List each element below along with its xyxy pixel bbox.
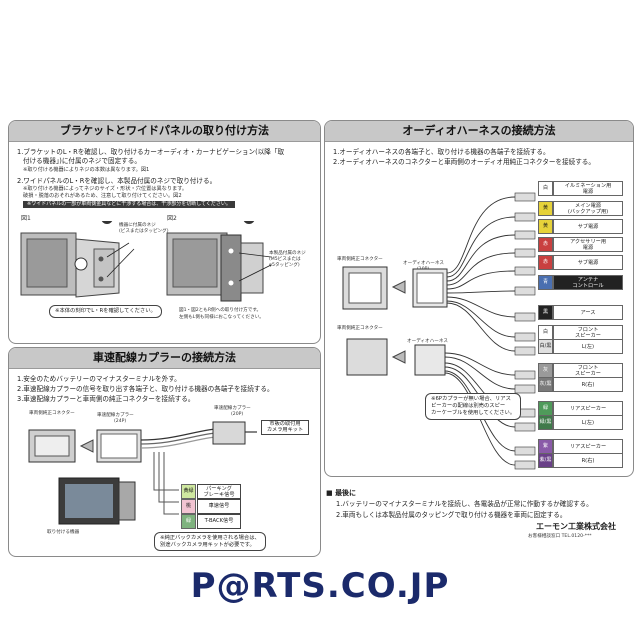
audio-panel-title: オーディオハーネスの接続方法	[325, 121, 633, 142]
fig2-caption-line2: 左側もL側も同様におこなってください。	[179, 315, 264, 320]
audio-wire-func-6: アース	[553, 305, 623, 320]
brand-logo: P@RTS.CO.JP	[190, 566, 450, 606]
bracket-panel: ブラケットとワイドパネルの取り付け方法 1.ブラケットのL・Rを確認し、取り付け…	[8, 120, 321, 344]
speed-coupler-24p-label: 車速配線カプラー	[97, 413, 134, 418]
speed-camera-kit-line1: 市販の取付用	[269, 421, 301, 427]
speed-wire-func-2: T-BACK信号	[197, 514, 241, 529]
audio-wire-func-9: フロント スピーカー	[553, 363, 623, 378]
audio-wire-func-8: L(左)	[553, 339, 623, 354]
audio-wire-func-2: サブ電源	[553, 219, 623, 234]
speed-camera-note-line1: ※純正バックカメラを使用される場合は、	[160, 535, 260, 541]
audio-wire-color-8: 白/黒	[538, 339, 553, 354]
audio-wire-func-11: リアスピーカー	[553, 401, 623, 416]
speed-wire-func-0: パーキング ブレーキ信号	[197, 484, 241, 499]
audio-wire-func-3: アクセサリー用 電源	[553, 237, 623, 252]
speed-camera-note: ※純正バックカメラを使用される場合は、 別途バックカメラ用キットが必要です。	[154, 532, 266, 551]
speed-step3: 3.車速配線カプラーと車両側の純正コネクターを接続する。	[17, 395, 195, 403]
audio-wire-color-14: 紫/黒	[538, 453, 553, 468]
audio-wire-func-0: イルミネーション用 電源	[553, 181, 623, 196]
audio-wire-func-10: R(右)	[553, 377, 623, 392]
speed-step2: 2.車速配線カプラーの信号を取り出す各端子と、取り付ける機器の各端子を接続する。	[17, 385, 274, 393]
speed-coupler-24p-pins: (24P)	[114, 419, 127, 424]
audio-wire-func-14: R(右)	[553, 453, 623, 468]
bracket-step1-note: ※取り付ける機器によりネジの本数は異なります。図1	[23, 167, 150, 173]
audio-wiring-illustration	[342, 192, 536, 470]
audio-wire-color-5: 青	[538, 275, 553, 290]
audio-wire-color-2: 黄	[538, 219, 553, 234]
audio-6p-note: ※6Pカプラーが無い場合、リアス ピーカーの配線は別売のスピー カーケーブルを使…	[425, 393, 522, 420]
audio-wire-func-1: メイン電源 (バックアップ用)	[553, 201, 623, 216]
fig1-caption: ※本体の刻印でL・Rを確認してください。	[49, 305, 162, 318]
audio-wire-color-7: 白	[538, 325, 553, 340]
audio-harness-10p-label: オーディオハーネス	[403, 261, 445, 266]
speed-wiring-illustration	[28, 421, 257, 525]
audio-vehicle-connector-2: 車両側純正コネクター	[337, 326, 383, 331]
final-title-text: 最後に	[335, 489, 357, 497]
bracket-panel-title: ブラケットとワイドパネルの取り付け方法	[9, 121, 320, 142]
speed-coupler-20p-label: 車速配線カプラー	[214, 406, 251, 411]
audio-6p-note-line2: ピーカーの配線は別売のスピー	[431, 403, 506, 409]
final-step2: 2.車両もしくは本製品付属のタッピングで取り付ける機器を車両に固定する。	[336, 511, 567, 519]
audio-wire-color-13: 紫	[538, 439, 553, 454]
bracket-step1-line1: 1.ブラケットのL・Rを確認し、取り付けるカーオーディオ・カーナビゲーション(以…	[17, 148, 285, 156]
audio-wire-color-6: 黒	[538, 305, 553, 320]
audio-wire-color-0: 白	[538, 181, 553, 196]
speed-coupler-20p-pins: (20P)	[231, 412, 244, 417]
speed-wire-color-1: 桃	[181, 499, 196, 514]
speed-panel-title: 車速配線カプラーの接続方法	[9, 348, 320, 369]
speed-camera-kit-line2: カメラ用キット	[266, 427, 304, 433]
fig2-callout-line3: φ5タッピング)	[269, 263, 300, 268]
audio-step2: 2.オーディオハーネスのコネクターと車両側のオーディオ用純正コネクターを接続する…	[333, 158, 595, 166]
speed-vehicle-connector-label: 車両側純正コネクター	[29, 411, 75, 416]
speed-step1: 1.安全のためバッテリーのマイナスターミナルを外す。	[17, 375, 181, 383]
bracket-step2-note2: 破損・脱落のおそれがあるため、注意して取り付けてください。図2	[23, 193, 182, 199]
audio-wire-color-4: 赤	[538, 255, 553, 270]
audio-step1: 1.オーディオハーネスの各端子と、取り付ける機器の各端子を接続する。	[333, 148, 550, 156]
fig2-callout-line2: (M5ビスまたは	[269, 257, 301, 262]
fig1-label: 図1	[21, 215, 31, 222]
audio-harness-6p-label: オーディオハーネス	[407, 339, 449, 344]
audio-wire-color-9: 灰	[538, 363, 553, 378]
fig2-callout-line1: 本製品付属のネジ	[269, 251, 306, 256]
final-step1: 1.バッテリーのマイナスターミナルを接続し、各電装品が正常に作動するか確認する。	[336, 500, 593, 508]
speed-camera-note-line2: 別途バックカメラ用キットが必要です。	[160, 541, 255, 548]
bracket-step1-line2: 付ける機器」)に付属のネジで固定する。	[23, 157, 141, 165]
speed-wire-color-2: 緑	[181, 514, 196, 529]
audio-wire-color-12: 緑/黒	[538, 415, 553, 430]
audio-6p-note-line1: ※6Pカプラーが無い場合、リアス	[431, 396, 511, 402]
audio-6p-note-line3: カーケーブルを使用してください。	[431, 410, 516, 416]
audio-wire-color-11: 緑	[538, 401, 553, 416]
audio-vehicle-connector-1: 車両側純正コネクター	[337, 257, 383, 262]
instruction-sheet: ブラケットとワイドパネルの取り付け方法 1.ブラケットのL・Rを確認し、取り付け…	[8, 113, 634, 557]
fig1-callout-line2: (ビスまたはタッピング)	[119, 229, 169, 234]
company-name: エーモン工業株式会社	[536, 522, 616, 531]
audio-wire-color-10: 灰/黒	[538, 377, 553, 392]
company-sub: お客様相談窓口 TEL.0120-***	[528, 534, 592, 539]
final-title: ■ 最後に	[326, 489, 357, 497]
audio-wire-func-12: L(左)	[553, 415, 623, 430]
fig1-callout-line1: 機器に付属のネジ	[119, 223, 156, 228]
audio-wire-func-4: サブ電源	[553, 255, 623, 270]
speed-panel: 車速配線カプラーの接続方法 1.安全のためバッテリーのマイナスターミナルを外す。…	[8, 347, 321, 557]
fig2-r-mark: R	[246, 213, 251, 220]
bracket-warning: ※ワイドパネルの一部が車両側金具などに干渉する場合は、干渉部分を切断してください…	[23, 201, 235, 208]
audio-wire-color-3: 赤	[538, 237, 553, 252]
bracket-step2-note1: ※取り付ける機器によってネジのサイズ・形状・穴位置は異なります。	[23, 186, 188, 192]
fig2-caption-line1: 図1・図2ともR側への取り付け方です。	[179, 308, 262, 313]
fig1-r-mark: R	[104, 213, 109, 220]
speed-wire-color-0: 黄緑	[181, 484, 196, 499]
speed-device-label: 取り付ける機器	[47, 530, 80, 535]
speed-camera-kit-box: 市販の取付用 カメラ用キット	[261, 420, 309, 435]
audio-wire-color-1: 黄	[538, 201, 553, 216]
audio-wire-func-7: フロント スピーカー	[553, 325, 623, 340]
bracket-figures-illustration	[20, 221, 272, 302]
bracket-step2-line1: 2.ワイドパネルのL・Rを確認し、本製品付属のネジで取り付ける。	[17, 177, 217, 185]
audio-wire-func-13: リアスピーカー	[553, 439, 623, 454]
fig2-label: 図2	[167, 215, 177, 222]
audio-wire-func-5: アンテナ コントロール	[553, 275, 623, 290]
speed-wire-func-1: 車速信号	[197, 499, 241, 514]
